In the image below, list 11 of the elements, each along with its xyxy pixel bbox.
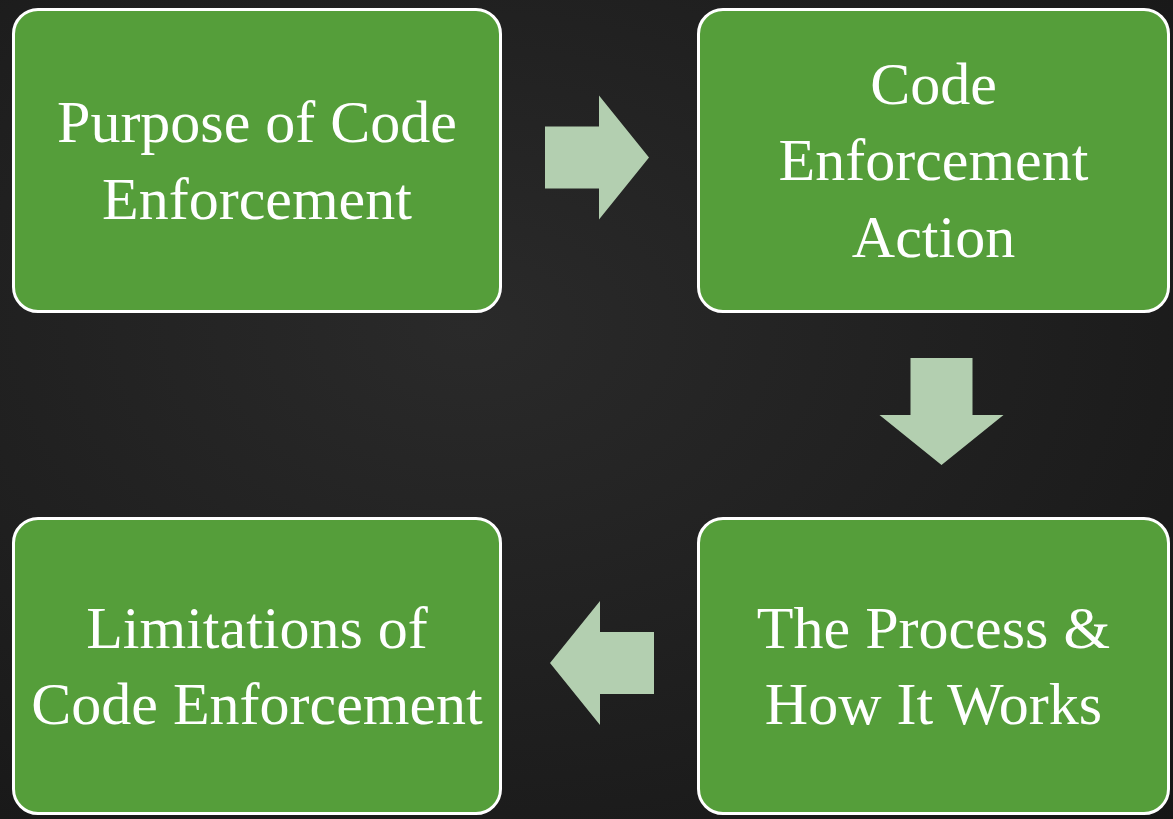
block-arrow [550,601,654,725]
box-label: Purpose of Code Enforcement [56,88,458,234]
process-box [12,8,502,313]
box-label: Code Enforcement Action [777,50,1090,272]
process-box [697,8,1170,313]
box-label: Limitations of Code Enforcement [31,593,483,739]
process-box [697,517,1170,815]
block-arrow [545,95,649,220]
block-arrow [879,358,1004,465]
box-label: The Process & How It Works [755,593,1112,739]
process-box [12,517,502,815]
